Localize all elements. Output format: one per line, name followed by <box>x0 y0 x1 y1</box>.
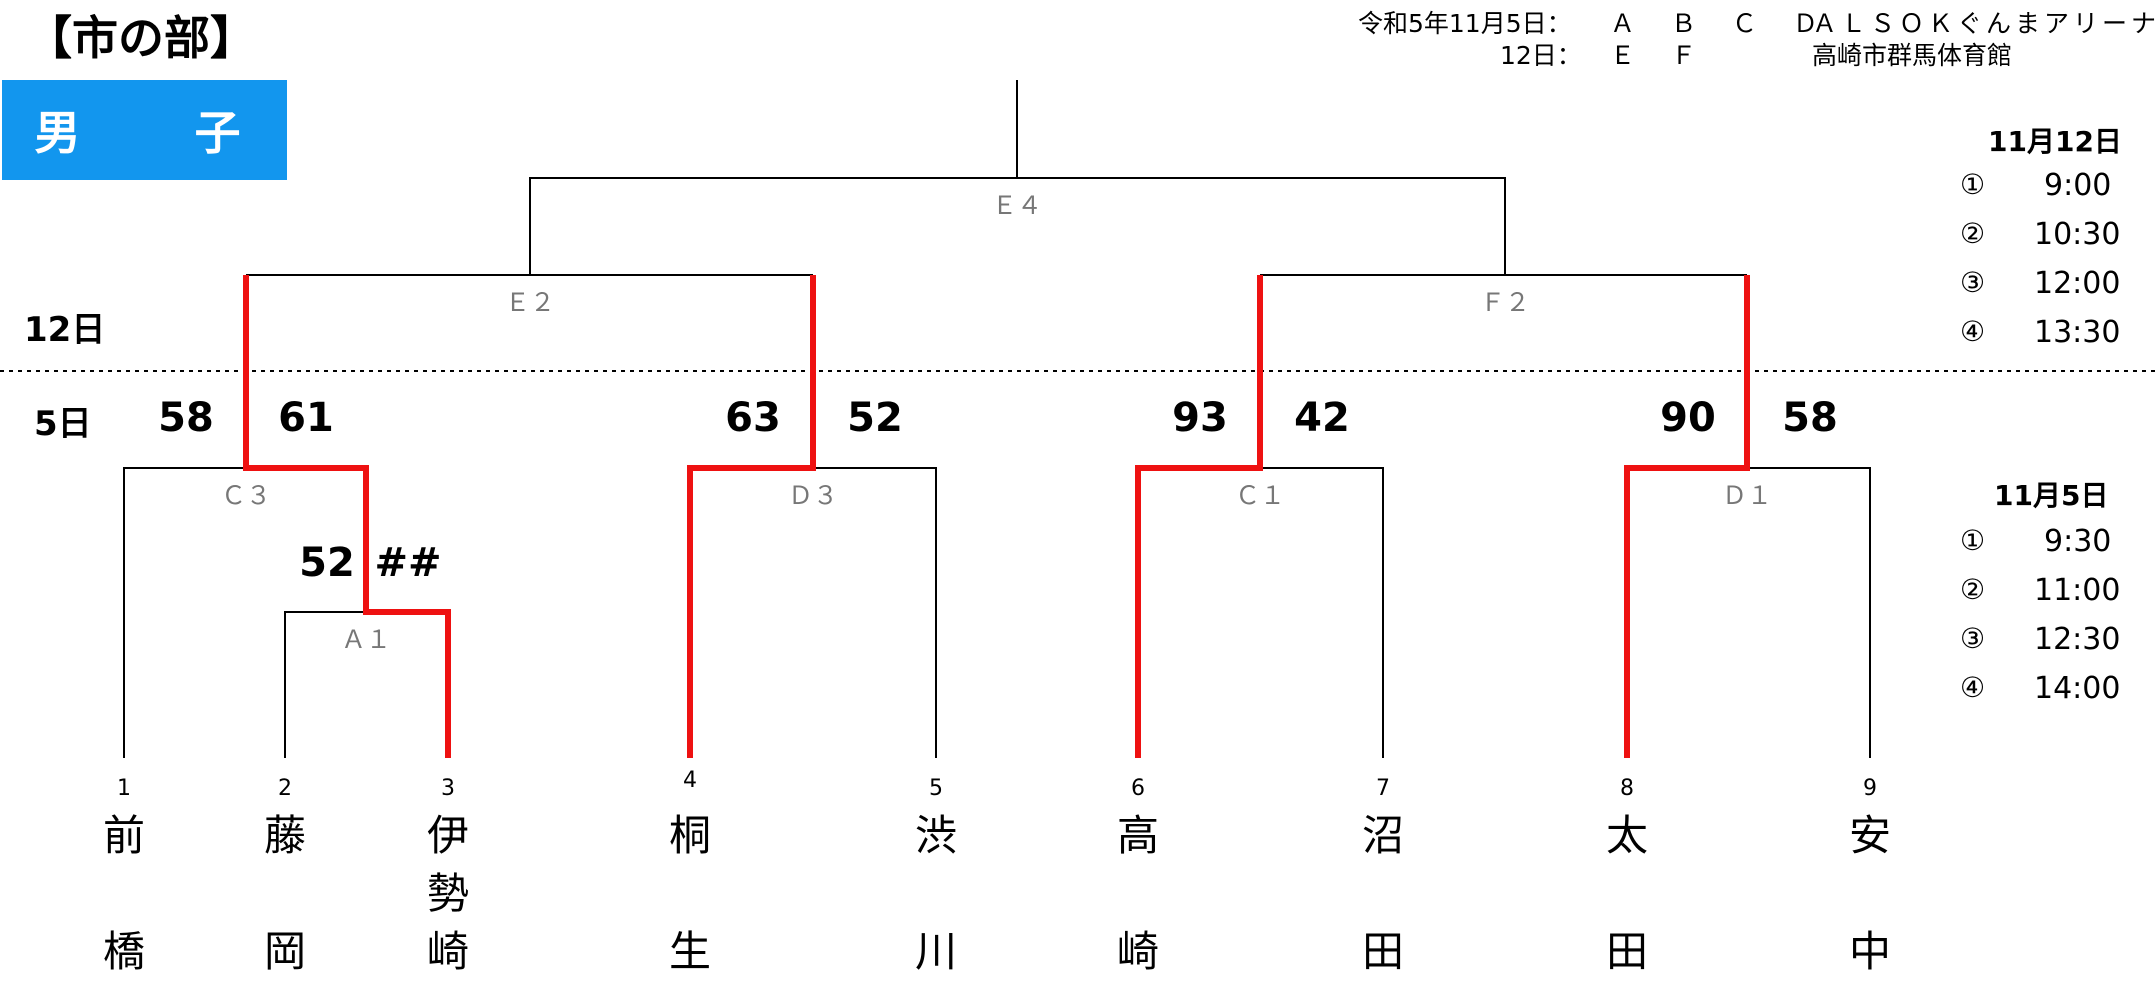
team-seed: 7 <box>1376 776 1390 801</box>
team-name-char: 崎 <box>426 927 469 976</box>
schedule-12-no: ① <box>1960 168 1986 201</box>
team-name-char: 藤 <box>263 811 306 860</box>
schedule-5-time: 14:00 <box>2034 671 2121 706</box>
score-d3-left: 63 <box>725 395 781 441</box>
team-name-char: 中 <box>1848 927 1891 976</box>
match-label-e4: Ｅ４ <box>991 191 1043 220</box>
team-name-char: 勢 <box>426 869 469 918</box>
score-d1-left: 90 <box>1660 395 1716 441</box>
match-label-c1: Ｃ１ <box>1234 481 1286 510</box>
score-c1-right: 42 <box>1294 395 1350 441</box>
page-title: 【市の部】 <box>26 11 256 65</box>
team-name-char: 桐 <box>668 811 711 860</box>
courts-line-2: Ｅ Ｆ <box>1610 41 1710 70</box>
courts-line-1: Ａ Ｂ Ｃ Ｄ <box>1610 9 1832 38</box>
schedule-5-no: ② <box>1960 573 1986 606</box>
team-name-char: 岡 <box>263 927 306 976</box>
team-name-char: 橋 <box>102 927 145 976</box>
schedule-12-time: 12:00 <box>2034 266 2121 301</box>
schedule-5-no: ① <box>1960 524 1986 557</box>
team-seed: 5 <box>929 776 943 801</box>
team-name-char: 崎 <box>1116 927 1159 976</box>
team-name-char: 伊 <box>426 811 469 860</box>
match-label-e2: Ｅ２ <box>504 288 556 317</box>
team-seed: 3 <box>441 776 455 801</box>
team-seed: 8 <box>1620 776 1634 801</box>
date-line-2: 12日： <box>1500 41 1582 70</box>
match-label-a1: Ａ１ <box>340 625 392 654</box>
venue-line-1: ＡＬＳＯＫぐんまアリーナ <box>1812 9 2156 38</box>
score-d3-right: 52 <box>847 395 903 441</box>
day-label-5: 5日 <box>34 404 92 444</box>
match-label-f2: Ｆ２ <box>1479 288 1531 317</box>
match-label-c3: Ｃ３ <box>220 481 272 510</box>
team-name-char: 生 <box>668 927 711 976</box>
match-label-d3: Ｄ３ <box>787 481 839 510</box>
schedule-12-time: 10:30 <box>2034 217 2121 252</box>
score-d1-right: 58 <box>1782 395 1838 441</box>
schedule-12-no: ④ <box>1960 315 1986 348</box>
team-name-char: 田 <box>1361 927 1404 976</box>
day-label-12: 12日 <box>24 310 106 350</box>
schedule-12-no: ② <box>1960 217 1986 250</box>
team-seed: 2 <box>278 776 292 801</box>
gender-header: 男 子 <box>2 80 287 180</box>
schedule-12-no: ③ <box>1960 266 1986 299</box>
score-c1-left: 93 <box>1172 395 1228 441</box>
team-name-char: 渋 <box>914 811 957 860</box>
team-name-char: 安 <box>1848 811 1891 860</box>
schedule-5-title: 11月5日 <box>1994 479 2109 512</box>
team-name-char: 川 <box>914 927 957 976</box>
venue-line-2: 高崎市群馬体育館 <box>1812 41 2013 70</box>
bracket-lines <box>123 80 1871 758</box>
team-seed: 4 <box>683 768 697 793</box>
team-name-char: 高 <box>1116 811 1159 860</box>
schedule-12-time: 13:30 <box>2034 315 2121 350</box>
schedule-12-title: 11月12日 <box>1988 125 2122 158</box>
team-seed: 1 <box>117 776 131 801</box>
date-line-1: 令和5年11月5日： <box>1358 9 1572 38</box>
schedule-5-no: ④ <box>1960 671 1986 704</box>
score-a1-left: 52 <box>299 540 355 586</box>
team-name-char: 沼 <box>1361 811 1404 860</box>
winner-paths <box>243 275 1750 758</box>
team-name-char: 太 <box>1605 811 1648 860</box>
schedule-5-time: 11:00 <box>2034 573 2121 608</box>
schedule-5-no: ③ <box>1960 622 1986 655</box>
team-seed: 6 <box>1131 776 1145 801</box>
team-seed: 9 <box>1863 776 1877 801</box>
score-a1-right: ## <box>374 540 442 586</box>
schedule-5-time: 12:30 <box>2034 622 2121 657</box>
team-name-char: 田 <box>1605 927 1648 976</box>
schedule-12-time: 9:00 <box>2044 168 2112 203</box>
score-c3-left: 58 <box>158 395 214 441</box>
score-c3-right: 61 <box>278 395 334 441</box>
team-name-char: 前 <box>102 811 145 860</box>
schedule-5-time: 9:30 <box>2044 524 2112 559</box>
match-label-d1: Ｄ１ <box>1721 481 1773 510</box>
